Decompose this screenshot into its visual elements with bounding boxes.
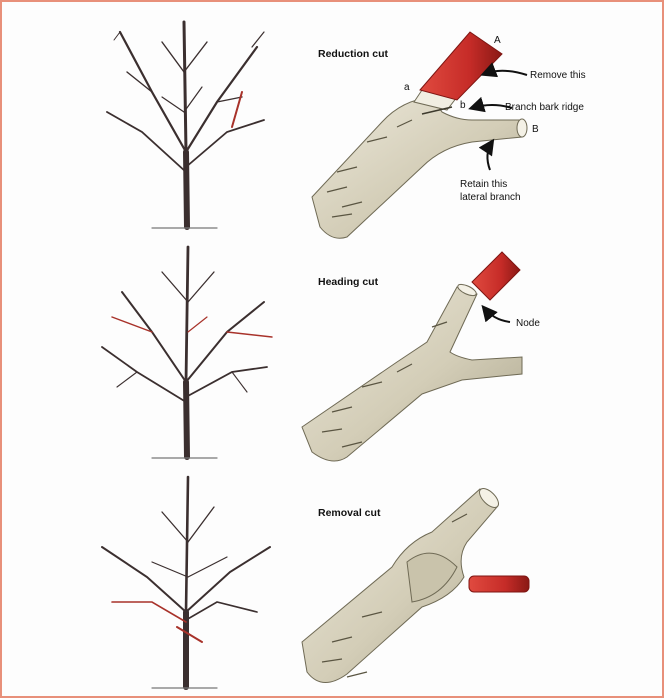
panel-title-heading: Heading cut [318,276,378,288]
callout-branch-bark-ridge: Branch bark ridge [505,102,584,113]
tree-reduction [107,22,264,228]
panel-title-removal: Removal cut [318,507,380,519]
label-A: A [494,35,501,46]
callout-node: Node [516,318,540,329]
label-B: B [532,124,539,135]
callout-remove-this: Remove this [530,70,586,81]
callout-retain-line1: Retain this [460,179,507,190]
tree-removal [102,477,270,688]
branch-reduction [312,32,527,238]
callout-retain-line2: lateral branch [460,192,521,203]
panel-title-reduction: Reduction cut [318,48,388,60]
label-a: a [404,82,410,93]
label-b: b [460,100,466,111]
tree-heading [102,247,272,458]
